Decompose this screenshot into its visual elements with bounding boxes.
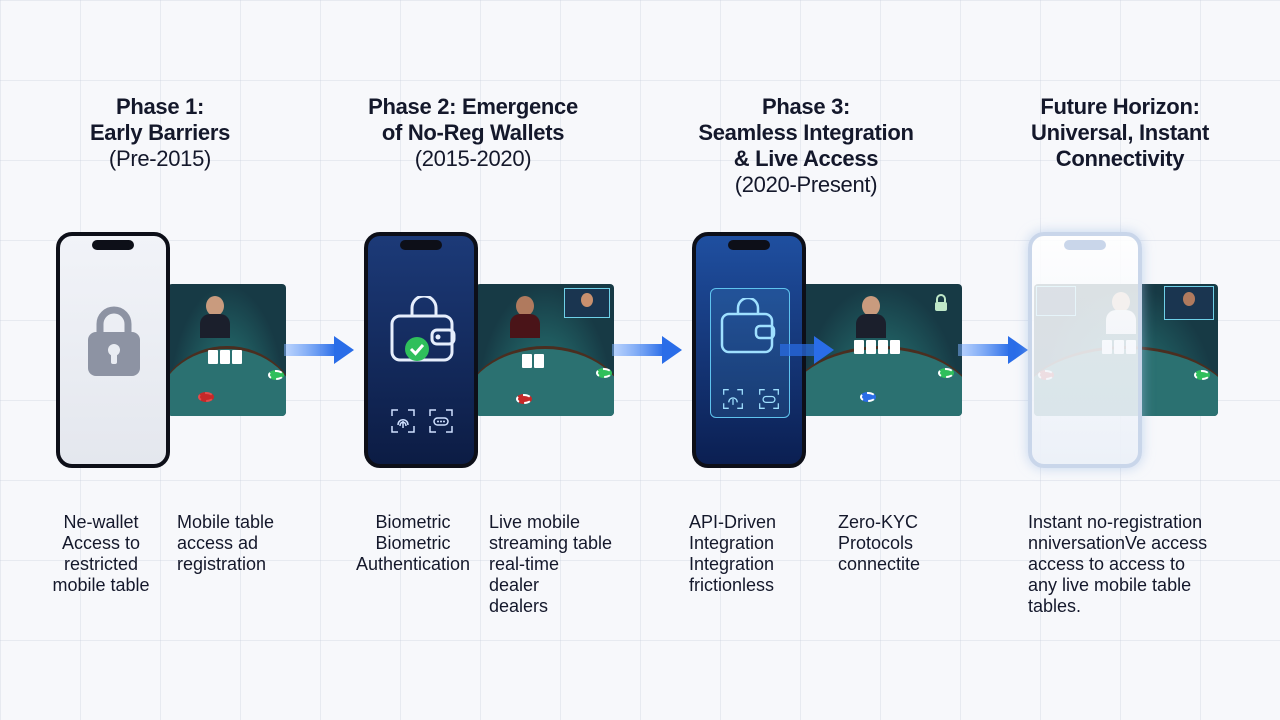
description-line: Integration xyxy=(689,533,775,553)
phase-4-phone xyxy=(1028,232,1142,468)
arrow-right-icon xyxy=(612,336,682,364)
arrow-right-icon xyxy=(780,336,834,364)
fingerprint-icon xyxy=(390,408,416,434)
description-line: tables. xyxy=(1028,596,1082,616)
arrow-right-icon xyxy=(284,336,354,364)
description-line: mobile table xyxy=(52,575,150,595)
phase-1-period: (Pre-2015) xyxy=(108,146,212,171)
phase-4-heading: Future Horizon: xyxy=(1040,94,1200,119)
description-line: access to access to xyxy=(1028,554,1186,574)
description-line: connectite xyxy=(838,554,921,574)
fingerprint-icon xyxy=(722,388,744,410)
phase-4-subheading: Universal, Instant xyxy=(1031,120,1209,145)
phase-1-title: Phase 1: Early Barriers (Pre-2015) xyxy=(30,94,290,172)
casino-chip xyxy=(1194,370,1210,380)
description-line: any live mobile table xyxy=(1028,575,1192,595)
video-stream-inset xyxy=(1164,286,1214,320)
casino-chip xyxy=(198,392,214,402)
description-line: restricted xyxy=(63,554,139,574)
phase-2-phone xyxy=(364,232,478,468)
description-line: Integration xyxy=(689,554,775,574)
lock-icon xyxy=(86,302,142,378)
description-line: Protocols xyxy=(838,533,914,553)
phase-2-subheading: of No-Reg Wallets xyxy=(381,120,565,145)
description-line: Biometric xyxy=(375,533,451,553)
dealer-figure xyxy=(200,296,230,340)
phase-1-phone xyxy=(56,232,170,468)
description-line: dealers xyxy=(489,596,549,616)
casino-chip xyxy=(860,392,876,402)
phase-3-live-table-image xyxy=(800,284,962,416)
phase-3-heading: Phase 3: xyxy=(761,94,851,119)
arrow-right-icon xyxy=(958,336,1028,364)
dealer-figure xyxy=(856,296,886,340)
description-line: real-time xyxy=(489,554,560,574)
phase-1-description-right: Mobile table access ad registration xyxy=(177,512,307,575)
phase-2-heading: Phase 2: Emergence xyxy=(368,94,578,119)
description-line: Mobile table xyxy=(177,512,275,532)
phase-2-description-left: Biometric Biometric Authentication xyxy=(350,512,476,575)
description-line: dealer xyxy=(489,575,540,595)
description-line: access ad xyxy=(177,533,259,553)
video-stream-inset xyxy=(564,288,610,318)
description-line: Instant no-registration xyxy=(1028,512,1203,532)
playing-cards xyxy=(522,354,544,368)
face-id-icon xyxy=(428,408,454,434)
dealer-figure xyxy=(510,296,540,340)
description-line: registration xyxy=(177,554,267,574)
phase-3-subheading: Seamless Integration xyxy=(698,120,914,145)
description-line: Biometric xyxy=(375,512,451,532)
description-line: Access to xyxy=(61,533,141,553)
casino-chip xyxy=(938,368,954,378)
description-line: streaming table xyxy=(489,533,613,553)
description-line: frictionless xyxy=(689,575,775,595)
phase-3-title: Phase 3: Seamless Integration & Live Acc… xyxy=(676,94,936,198)
face-id-icon xyxy=(758,388,780,410)
phase-3-description-left: API-Driven Integration Integration frict… xyxy=(689,512,809,596)
phase-1-heading: Phase 1: xyxy=(115,94,205,119)
wallet-icon xyxy=(718,298,782,356)
phase-4-description: Instant no-registration nniversationVe a… xyxy=(1028,512,1268,617)
description-line: Ne-wallet xyxy=(63,512,139,532)
phase-2-description-right: Live mobile streaming table real-time de… xyxy=(489,512,629,617)
phase-1-subheading: Early Barriers xyxy=(89,120,231,145)
description-line: nniversationVe access xyxy=(1028,533,1208,553)
playing-cards xyxy=(854,340,900,354)
casino-chip xyxy=(516,394,532,404)
phase-4-subheading-2: Connectivity xyxy=(1055,146,1185,171)
description-line: API-Driven xyxy=(689,512,777,532)
description-line: Authentication xyxy=(355,554,471,574)
phase-2-title: Phase 2: Emergence of No-Reg Wallets (20… xyxy=(343,94,603,172)
wallet-icon xyxy=(386,296,464,362)
casino-chip xyxy=(268,370,284,380)
description-line: Zero-KYC xyxy=(838,512,919,532)
casino-chip xyxy=(596,368,612,378)
phase-4-title: Future Horizon: Universal, Instant Conne… xyxy=(990,94,1250,172)
phase-2-period: (2015-2020) xyxy=(414,146,532,171)
description-line: Live mobile xyxy=(489,512,581,532)
phase-1-description-left: Ne-wallet Access to restricted mobile ta… xyxy=(46,512,156,596)
phase-3-description-right: Zero-KYC Protocols connectite xyxy=(838,512,958,575)
check-icon xyxy=(404,336,430,362)
phase-3-subheading-2: & Live Access xyxy=(733,146,879,171)
lock-icon xyxy=(934,294,948,312)
phase-2-live-table-image xyxy=(476,284,614,416)
phase-3-period: (2020-Present) xyxy=(734,172,878,197)
playing-cards xyxy=(208,350,242,364)
phase-1-live-table-image xyxy=(168,284,286,416)
